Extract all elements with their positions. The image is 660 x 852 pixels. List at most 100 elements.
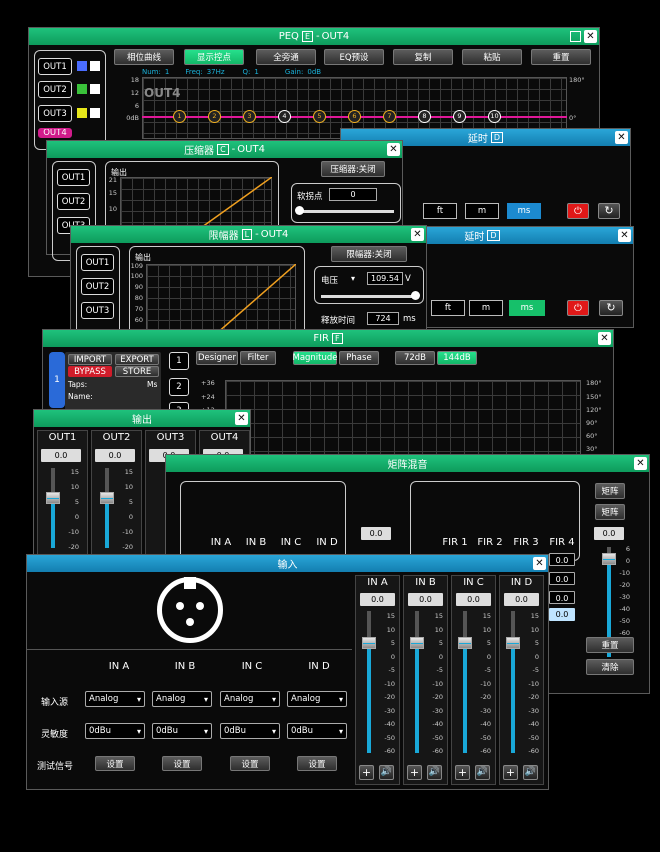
delay-top-unit-m[interactable]: m [465, 203, 499, 219]
speaker-icon[interactable]: 🔊 [427, 765, 442, 780]
fir-tab-magnitude[interactable]: Magnitude [292, 351, 338, 365]
fir-channel-tab[interactable]: 1 [49, 352, 65, 408]
close-icon[interactable]: ✕ [387, 143, 400, 156]
input-fader-knob[interactable] [362, 637, 376, 649]
close-icon[interactable]: ✕ [598, 332, 611, 345]
close-icon[interactable]: ✕ [618, 229, 631, 242]
output-strip-value[interactable]: 0.0 [95, 449, 135, 462]
compressor-out2[interactable]: OUT2 [57, 193, 90, 210]
refresh-icon[interactable]: ↻ [599, 300, 623, 316]
output-titlebar[interactable]: 输出 ✕ [34, 410, 250, 427]
plus-icon[interactable]: + [359, 765, 374, 780]
compressor-out1[interactable]: OUT1 [57, 169, 90, 186]
matrix-row-value-2[interactable]: 0.0 [549, 572, 575, 585]
peq-tab-show-points[interactable]: 显示控点 [184, 49, 244, 65]
input-source-c[interactable]: Analog [220, 691, 280, 707]
input-strip-value[interactable]: 0.0 [456, 593, 491, 606]
limiter-titlebar[interactable]: 限幅器 L - OUT4 ✕ [71, 226, 426, 243]
peq-tab-eq-preset[interactable]: EQ预设 [324, 49, 384, 65]
limiter-voltage-thumb[interactable] [411, 291, 420, 300]
fir-tab-72db[interactable]: 72dB [395, 351, 435, 365]
close-icon[interactable]: ✕ [411, 228, 424, 241]
peq-out2-color2[interactable] [90, 84, 100, 94]
peq-out4-button[interactable]: OUT4 [38, 128, 72, 138]
limiter-out2[interactable]: OUT2 [81, 278, 114, 295]
limiter-graph[interactable] [146, 264, 296, 334]
restore-icon[interactable] [570, 31, 581, 42]
peq-out3-color2[interactable] [90, 108, 100, 118]
input-fader-knob[interactable] [410, 637, 424, 649]
input-strip-value[interactable]: 0.0 [504, 593, 539, 606]
fir-tab-filter[interactable]: Filter [240, 351, 276, 365]
peq-tab-copy[interactable]: 复制 [393, 49, 453, 65]
output-fader-knob[interactable] [46, 492, 60, 504]
fir-tab-designer[interactable]: Designer [196, 351, 238, 365]
compressor-toggle-button[interactable]: 压缩器:关闭 [321, 161, 385, 177]
input-sens-a[interactable]: 0dBu [85, 723, 145, 739]
fir-tab-phase[interactable]: Phase [339, 351, 379, 365]
matrix-row-value-1[interactable]: 0.0 [549, 553, 575, 566]
input-source-d[interactable]: Analog [287, 691, 347, 707]
peq-tab-paste[interactable]: 粘贴 [462, 49, 522, 65]
peq-point-8[interactable]: 8 [418, 110, 431, 123]
peq-point-9[interactable]: 9 [453, 110, 466, 123]
output-strip-value[interactable]: 0.0 [41, 449, 81, 462]
close-icon[interactable]: ✕ [615, 131, 628, 144]
refresh-icon[interactable]: ↻ [598, 203, 620, 219]
peq-point-1[interactable]: 1 [173, 110, 186, 123]
peq-out1-color2[interactable] [90, 61, 100, 71]
peq-out3-color[interactable] [77, 108, 87, 118]
fir-titlebar[interactable]: FIR F ✕ [43, 330, 613, 347]
peq-point-10[interactable]: 10 [488, 110, 501, 123]
limiter-voltage-value[interactable]: 109.54 [367, 272, 403, 285]
fir-num-1[interactable]: 1 [169, 352, 189, 370]
matrix-row-value-4[interactable]: 0.0 [549, 608, 575, 621]
delay-top-unit-ms[interactable]: ms [507, 203, 541, 219]
compressor-knee-slider[interactable] [298, 210, 394, 213]
close-icon[interactable]: ✕ [584, 30, 597, 43]
limiter-release-value[interactable]: 724 [367, 312, 399, 325]
input-sens-b[interactable]: 0dBu [152, 723, 212, 739]
matrix-center-value[interactable]: 0.0 [361, 527, 391, 540]
peq-point-4[interactable]: 4 [278, 110, 291, 123]
matrix-clear-button[interactable]: 清除 [586, 659, 634, 675]
compressor-titlebar[interactable]: 压缩器 C - OUT4 ✕ [47, 141, 402, 158]
power-icon[interactable]: ⏻ [567, 300, 589, 316]
input-sens-d[interactable]: 0dBu [287, 723, 347, 739]
peq-point-3[interactable]: 3 [243, 110, 256, 123]
compressor-knee-value[interactable]: 0 [329, 188, 377, 201]
fir-import-button[interactable]: IMPORT [68, 354, 112, 365]
peq-point-5[interactable]: 5 [313, 110, 326, 123]
delay-top-unit-ft[interactable]: ft [423, 203, 457, 219]
delay-mid-unit-m[interactable]: m [469, 300, 503, 316]
peq-titlebar[interactable]: PEQ E - OUT4 ✕ [29, 28, 599, 45]
fir-store-button[interactable]: STORE [115, 366, 159, 377]
fir-num-2[interactable]: 2 [169, 378, 189, 396]
peq-point-6[interactable]: 6 [348, 110, 361, 123]
speaker-icon[interactable]: 🔊 [523, 765, 538, 780]
limiter-out1[interactable]: OUT1 [81, 254, 114, 271]
peq-point-2[interactable]: 2 [208, 110, 221, 123]
power-icon[interactable]: ⏻ [567, 203, 589, 219]
peq-out2-color[interactable] [77, 84, 87, 94]
delay-top-titlebar[interactable]: 延时 D ✕ [341, 129, 630, 146]
fir-bypass-button[interactable]: BYPASS [68, 366, 112, 377]
input-test-button-a[interactable]: 设置 [95, 756, 135, 771]
output-fader-knob[interactable] [100, 492, 114, 504]
speaker-icon[interactable]: 🔊 [379, 765, 394, 780]
compressor-knee-thumb[interactable] [295, 206, 304, 215]
peq-tab-phase[interactable]: 相位曲线 [114, 49, 174, 65]
close-icon[interactable]: ✕ [533, 557, 546, 570]
input-source-b[interactable]: Analog [152, 691, 212, 707]
plus-icon[interactable]: + [455, 765, 470, 780]
peq-out1-color[interactable] [77, 61, 87, 71]
peq-out2-button[interactable]: OUT2 [38, 81, 72, 98]
input-sens-c[interactable]: 0dBu [220, 723, 280, 739]
input-strip-value[interactable]: 0.0 [408, 593, 443, 606]
fir-export-button[interactable]: EXPORT [115, 354, 159, 365]
input-fader-knob[interactable] [506, 637, 520, 649]
input-fader-knob[interactable] [458, 637, 472, 649]
matrix-reset-button[interactable]: 重置 [586, 637, 634, 653]
close-icon[interactable]: ✕ [634, 457, 647, 470]
fir-tab-144db[interactable]: 144dB [437, 351, 477, 365]
